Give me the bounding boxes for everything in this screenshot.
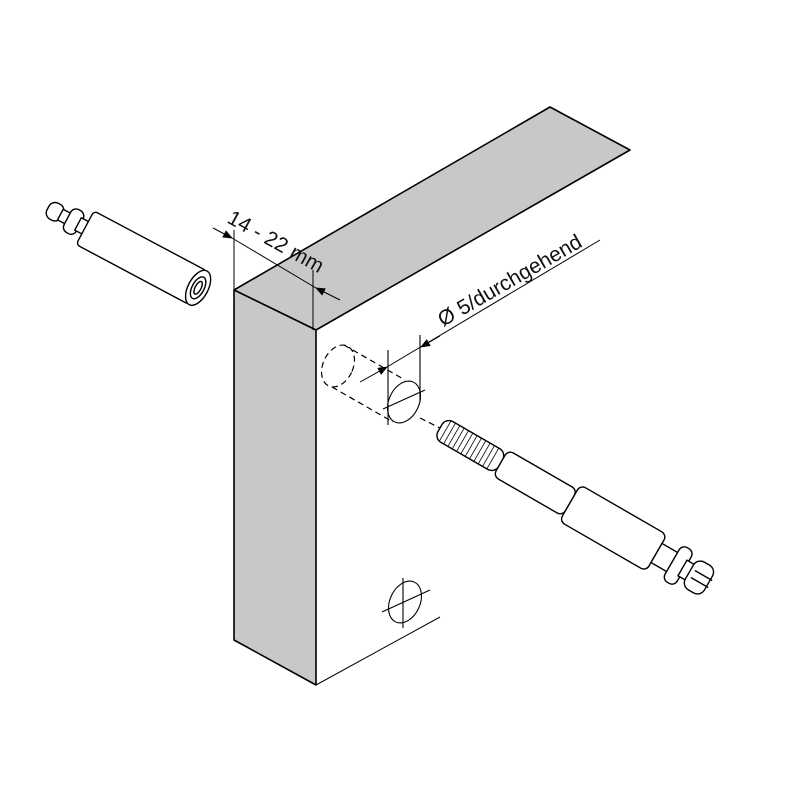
hole-dimension bbox=[359, 239, 601, 383]
hole-exit-circle bbox=[382, 335, 426, 425]
drill-hole bbox=[320, 344, 441, 429]
panel-front-edge bbox=[233, 289, 317, 686]
thickness-dimension bbox=[212, 227, 341, 330]
lower-hole-marking bbox=[381, 578, 431, 628]
connector-bolt bbox=[436, 419, 715, 595]
sleeve-nut bbox=[45, 201, 212, 306]
panel-top-face bbox=[233, 106, 631, 331]
wood-panel bbox=[233, 106, 631, 686]
panel-bottom-edge bbox=[315, 616, 441, 686]
